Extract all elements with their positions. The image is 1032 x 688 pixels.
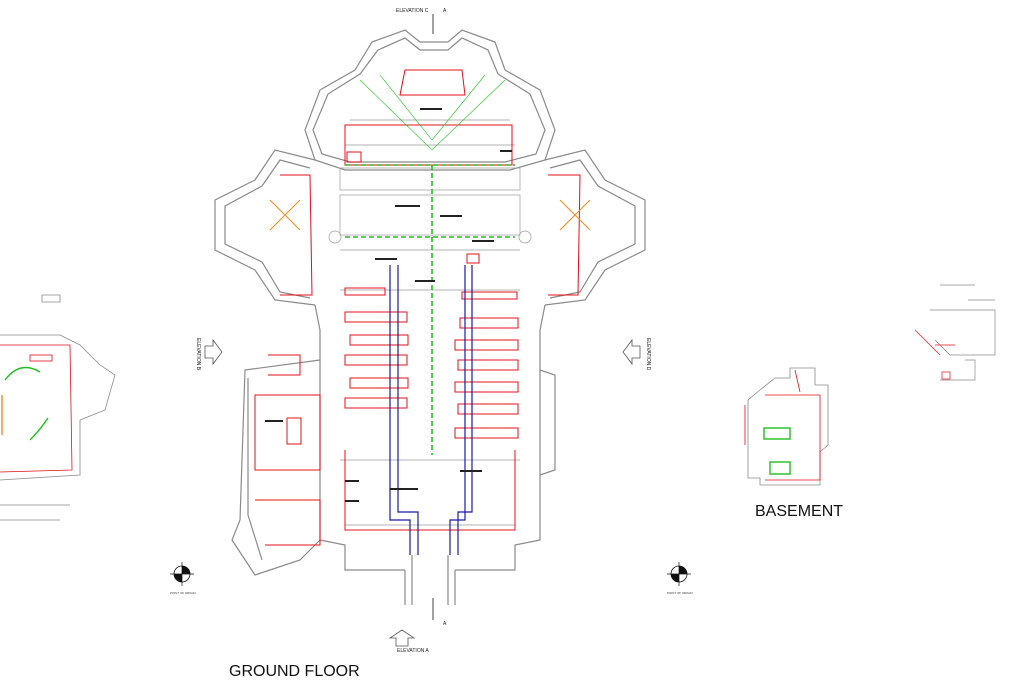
point-of-origin-left bbox=[170, 562, 194, 586]
section-a-bottom-label: A bbox=[443, 621, 447, 627]
green-sightlines bbox=[359, 74, 506, 151]
red-circuits bbox=[254, 69, 591, 546]
basement-plan bbox=[744, 367, 829, 486]
left-partial-plan bbox=[0, 294, 116, 521]
interior-lines bbox=[328, 119, 532, 526]
main-building-walls bbox=[214, 29, 646, 605]
elevation-a-arrow bbox=[388, 629, 416, 647]
green-circuits bbox=[345, 164, 515, 455]
elevation-d-arrow bbox=[622, 338, 641, 366]
point-of-origin-right bbox=[667, 562, 691, 586]
annotation-marks bbox=[265, 108, 512, 502]
elevation-d-label: ELEVATION D bbox=[645, 338, 651, 371]
elevation-a-label: ELEVATION A bbox=[397, 648, 429, 654]
elevation-c-label: ELEVATION C bbox=[396, 8, 429, 14]
detail-plan bbox=[914, 284, 996, 381]
elevation-markers bbox=[204, 14, 641, 647]
point-of-origin-right-label: POINT OF ORIGIN bbox=[667, 591, 693, 595]
section-a-top-label: A bbox=[443, 8, 447, 14]
basement-title: BASEMENT bbox=[755, 503, 843, 520]
blue-conduits bbox=[389, 265, 473, 555]
elevation-b-label: ELEVATION B bbox=[195, 338, 201, 371]
point-of-origin-left-label: POINT OF ORIGIN bbox=[170, 591, 196, 595]
ground-floor-title: GROUND FLOOR bbox=[229, 663, 360, 680]
elevation-b-arrow bbox=[204, 338, 223, 366]
